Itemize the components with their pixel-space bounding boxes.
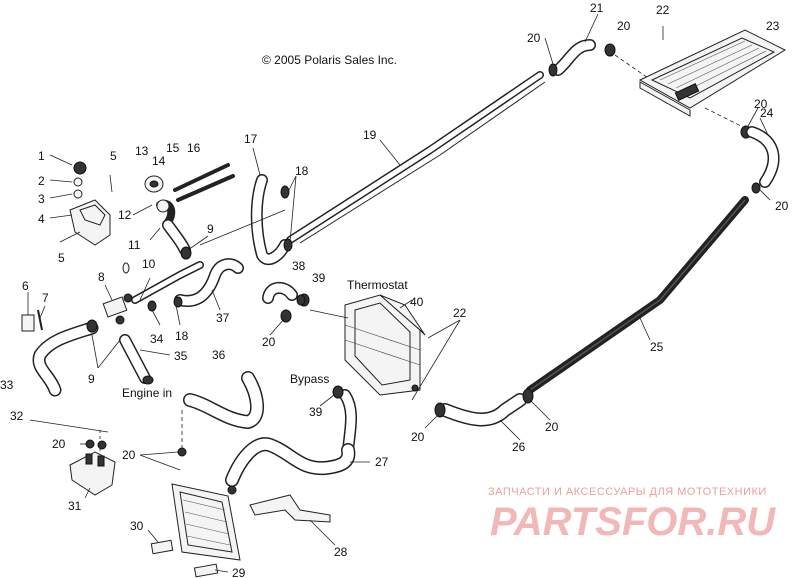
cap-part-13 (144, 175, 164, 193)
hose-part-24 (746, 126, 780, 188)
callout-37: 37 (216, 311, 230, 325)
hose-part-26 (434, 388, 534, 427)
clamp-part-20-mid (296, 294, 306, 306)
filler-neck-part-12 (156, 199, 176, 226)
callout-22-top: 22 (656, 3, 670, 17)
radiator-part-23 (638, 29, 787, 117)
callout-38: 38 (292, 259, 306, 273)
callout-2: 2 (38, 174, 45, 188)
bracket-parts-6-7 (21, 292, 46, 332)
callout-26: 26 (512, 440, 526, 454)
hose-part-9-top (162, 219, 192, 260)
callout-9-top: 9 (207, 222, 214, 236)
bracket-part-28 (249, 494, 336, 546)
hose-part-33 (32, 319, 99, 397)
callout-22-thermostat: 22 (453, 306, 467, 320)
callout-7: 7 (42, 291, 49, 305)
callout-12: 12 (118, 208, 132, 222)
callout-20-g: 20 (545, 420, 559, 434)
callout-23: 23 (766, 19, 780, 33)
copyright-text: © 2005 Polaris Sales Inc. (262, 53, 397, 67)
callout-19: 19 (363, 128, 377, 142)
watermark-tagline: ЗАПЧАСТИ И АКСЕССУАРЫ ДЛЯ МОТОТЕХНИКИ (488, 486, 767, 498)
callout-8: 8 (98, 270, 105, 284)
callout-32: 32 (10, 409, 24, 423)
callout-17: 17 (244, 132, 258, 146)
callout-33: 33 (0, 378, 14, 392)
hose-part-27 (225, 437, 356, 487)
callout-5-bottom: 5 (58, 251, 65, 265)
callout-28: 28 (334, 545, 348, 559)
callout-1: 1 (38, 149, 45, 163)
callout-18-bottom: 18 (175, 329, 189, 343)
callout-20-h: 20 (52, 437, 66, 451)
leader-lines (49, 13, 771, 573)
callout-29: 29 (232, 566, 246, 578)
hose-part-36 (183, 371, 264, 429)
bypass-hose (332, 385, 357, 456)
callout-20-i: 20 (122, 448, 136, 462)
callout-24: 24 (760, 106, 774, 120)
callout-31: 31 (68, 499, 82, 513)
callout-13: 13 (135, 144, 149, 158)
hose-part-21 (552, 39, 596, 76)
label-engine-in: Engine in (122, 386, 172, 400)
callout-10: 10 (142, 257, 156, 271)
pipe-part-10 (131, 261, 204, 304)
callout-3: 3 (38, 192, 45, 206)
pad-parts-29-30 (150, 539, 219, 578)
fittings-parts-8-18-34 (102, 262, 183, 325)
callout-15: 15 (166, 141, 180, 155)
clamp-part-20-top (548, 43, 761, 194)
callout-25: 25 (650, 340, 664, 354)
callout-20-a: 20 (527, 31, 541, 45)
callout-39-top: 39 (312, 271, 326, 285)
hose-part-38 (262, 281, 349, 323)
tube-part-19 (286, 71, 546, 244)
label-thermostat: Thermostat (347, 278, 408, 292)
label-bypass: Bypass (290, 372, 329, 386)
callout-16: 16 (187, 141, 201, 155)
callout-36: 36 (212, 348, 226, 362)
callout-20-c: 20 (754, 97, 768, 111)
tube-part-25 (526, 196, 749, 394)
thermostat-housing-part-40 (344, 294, 426, 396)
hose-part-37 (174, 258, 244, 307)
callout-40: 40 (410, 295, 424, 309)
callout-4: 4 (38, 212, 45, 226)
callout-39-bypass: 39 (309, 405, 323, 419)
connection-lines (614, 54, 746, 129)
callout-11: 11 (128, 238, 141, 252)
leader-9-17 (199, 209, 286, 246)
callout-20-b: 20 (617, 19, 631, 33)
callout-5-top: 5 (110, 149, 117, 163)
tube-parts-15-16 (173, 163, 235, 202)
callout-20-d: 20 (775, 199, 789, 213)
callout-21: 21 (590, 1, 604, 15)
callout-20-e: 20 (262, 335, 276, 349)
watermark-logo: PARTSFOR.RU (490, 500, 776, 544)
callout-9-bottom: 9 (88, 372, 95, 386)
heat-exchanger-block (171, 410, 241, 561)
coolant-reservoir-part-4 (59, 161, 113, 246)
watermark: ЗАПЧАСТИ И АКСЕССУАРЫ ДЛЯ МОТОТЕХНИКИ PA… (488, 486, 776, 544)
mount-part-31 (29, 419, 116, 496)
callout-20-f: 20 (411, 430, 425, 444)
callout-14: 14 (152, 154, 166, 168)
callout-35: 35 (174, 349, 188, 363)
hose-part-35 (119, 334, 154, 385)
callout-18-top: 18 (295, 164, 309, 178)
callout-30: 30 (130, 519, 144, 533)
leader-22-thermostat (399, 299, 461, 401)
callout-6: 6 (22, 279, 29, 293)
callout-34: 34 (150, 332, 164, 346)
callout-27: 27 (375, 455, 389, 469)
